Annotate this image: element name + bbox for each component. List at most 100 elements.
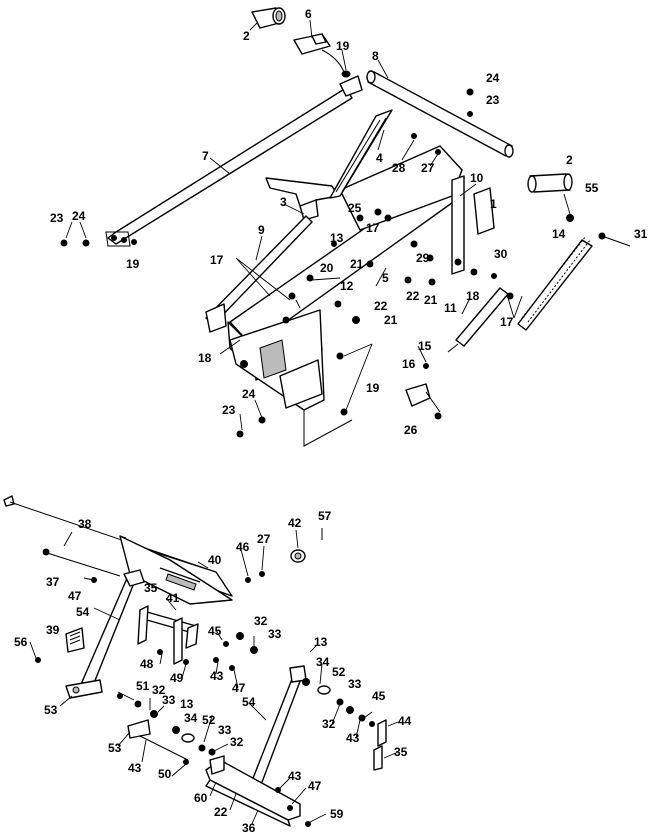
callout-43b: 43 [346,731,360,745]
ratchet-bar-4 [329,109,393,199]
callout-4: 4 [376,151,383,165]
base-bracket-60 [205,755,301,827]
callout-24-left: 24 [72,209,86,223]
callout-33c: 33 [162,693,176,707]
callout-2b: 2 [566,153,573,167]
callout-40: 40 [208,553,222,567]
callout-50: 50 [158,767,172,781]
callout-47: 47 [68,589,82,603]
bracket-6 [293,33,351,78]
callout-48: 48 [140,657,154,671]
callout-21: 21 [350,257,364,271]
lever-3 [265,177,339,221]
pivot-53-bottom [127,719,189,761]
callout-23-left: 23 [50,211,64,225]
callout-29: 29 [416,251,430,265]
callout-51: 51 [136,679,150,693]
callout-55: 55 [585,181,599,195]
callout-22b: 22 [374,299,388,313]
hand-grip-top [251,7,286,29]
link-rod-9 [205,215,313,333]
callout-30: 30 [494,247,508,261]
callout-43c: 43 [128,761,142,775]
callout-53-left: 53 [44,703,58,717]
callout-35b: 35 [394,745,408,759]
callout-33b: 33 [348,677,362,691]
callout-20: 20 [320,261,334,275]
callout-7: 7 [202,149,209,163]
callout-19-left: 19 [126,257,140,271]
callout-24: 24 [486,71,500,85]
pivot-53-left [65,679,103,699]
callout-18: 18 [466,289,480,303]
callout-60: 60 [194,791,208,805]
callout-21c: 21 [384,313,398,327]
callout-47c: 47 [308,779,322,793]
plate-10 [451,175,495,275]
callout-38: 38 [78,517,92,531]
callout-36: 36 [242,821,256,835]
callout-52b: 52 [202,713,216,727]
callout-6: 6 [305,7,312,21]
latch-16 [405,383,441,413]
callout-33: 33 [268,627,282,641]
callout-19-bottom: 19 [366,381,380,395]
callout-27: 27 [421,161,435,175]
callout-43: 43 [210,669,224,683]
callout-32c: 32 [322,717,336,731]
arm-54-left [81,569,145,689]
callout-54-left: 54 [76,605,90,619]
knob-42 [290,528,323,563]
callout-34b: 34 [184,711,198,725]
callout-39: 39 [46,623,60,637]
upper-assembly: 2 6 19 8 24 23 7 4 28 27 2 10 55 1 3 25 … [50,7,648,447]
callout-24-bottom: 24 [242,387,256,401]
callout-56: 56 [14,635,28,649]
callout-41: 41 [166,591,180,605]
callout-14: 14 [552,227,566,241]
callout-16: 16 [402,357,416,371]
callout-8: 8 [372,49,379,63]
rod-7 [105,75,363,247]
callout-15: 15 [418,339,432,353]
callout-25: 25 [348,201,362,215]
hardware [60,88,631,438]
hand-grip-right [527,173,573,193]
callout-47b: 47 [232,681,246,695]
callout-17-left: 17 [210,253,224,267]
callout-13-lower: 13 [314,635,328,649]
callout-17: 17 [366,221,380,235]
callout-13: 13 [330,231,344,245]
callout-23-bottom: 23 [222,403,236,417]
callout-46: 46 [236,540,250,554]
callout-42: 42 [288,516,302,530]
callout-10: 10 [470,171,484,185]
callout-22: 22 [406,289,420,303]
callout-5: 5 [382,271,389,285]
callout-9: 9 [258,223,265,237]
bracket-41 [137,605,199,665]
callout-13c: 13 [180,697,194,711]
lower-leaders [29,529,399,825]
main-frame [227,145,463,447]
callout-17-right: 17 [500,315,514,329]
callout-53-bottom: 53 [108,741,122,755]
callout-52: 52 [332,665,346,679]
tube-8 [366,70,514,158]
callout-3: 3 [280,195,287,209]
upper-leaders [65,19,571,431]
callout-1: 1 [490,197,497,211]
callout-34: 34 [316,655,330,669]
callout-28: 28 [392,161,406,175]
plate-40 [119,535,233,605]
callout-37: 37 [46,575,60,589]
callout-26: 26 [404,423,418,437]
callout-57: 57 [318,509,332,523]
pins-44-35 [373,719,387,771]
plate-39 [65,627,85,653]
spring-14 [517,235,593,331]
callout-59: 59 [330,807,344,821]
callout-33d: 33 [218,723,232,737]
callout-18-left: 18 [198,351,212,365]
